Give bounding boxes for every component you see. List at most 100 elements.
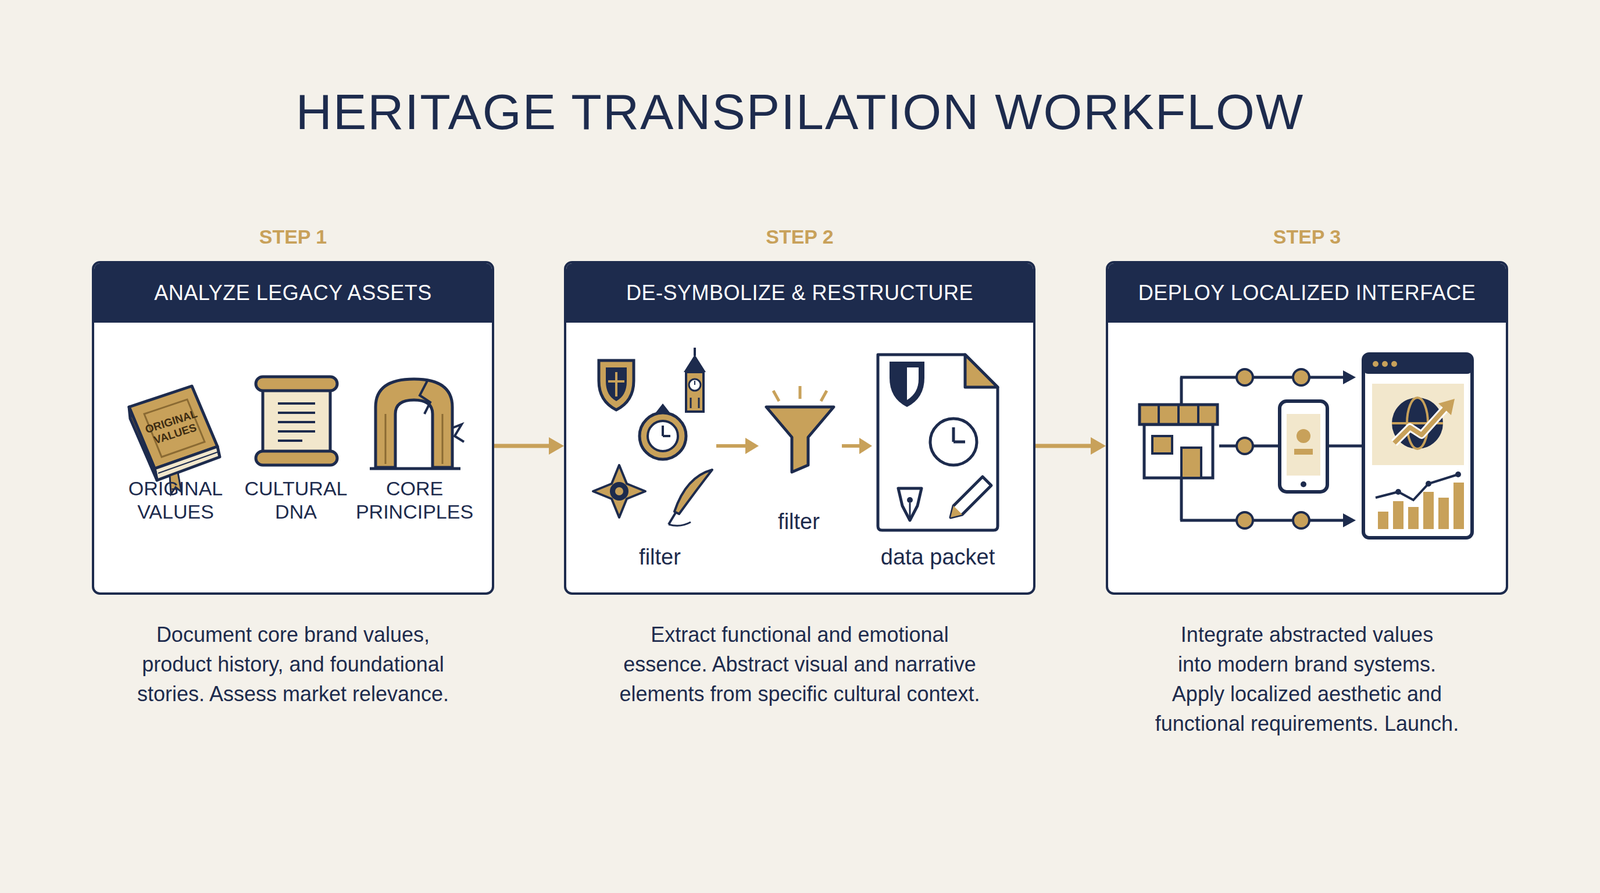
browser-icon-part — [1393, 501, 1404, 530]
browser-icon-part — [1394, 406, 1447, 444]
document-icon-part — [950, 505, 963, 518]
icon-caption: CULTURAL DNA — [229, 476, 363, 524]
header-band: DE-SYMBOLIZE & RESTRUCTURE — [566, 263, 1034, 323]
step-heading: ANALYZE LEGACY ASSETS — [154, 280, 432, 306]
arch-icon-part — [375, 379, 453, 468]
document-icon-part — [877, 354, 998, 531]
browser-icon-part — [1372, 383, 1464, 466]
browser-icon-part — [1377, 511, 1389, 530]
clock-ornament-icon-part — [662, 434, 671, 438]
flow-arrow — [716, 437, 759, 455]
phone-icon-part — [1286, 413, 1321, 476]
quill-icon-part — [674, 469, 713, 514]
compass-crest-icon — [593, 465, 646, 518]
step-description: Extract functional and emotional essence… — [567, 619, 1033, 709]
clock-ornament-icon-part — [647, 420, 678, 452]
step-description: Document core brand values, product hist… — [95, 619, 491, 709]
scroll-icon-part — [262, 384, 331, 457]
quill-icon-part — [668, 522, 691, 526]
step-label: STEP 2 — [563, 225, 1036, 249]
phone-icon-part — [1279, 401, 1328, 492]
browser-icon-part — [1438, 398, 1455, 416]
phone-icon-part — [1300, 481, 1307, 488]
browser-icon — [1363, 354, 1473, 538]
step-description: Integrate abstracted values into modern … — [1150, 619, 1464, 739]
tower-icon-part — [693, 347, 696, 356]
icon-caption: data packet — [862, 544, 1014, 570]
book-cover-text: ORIGINAL VALUES — [136, 405, 211, 452]
scroll-icon-part — [277, 420, 316, 424]
connector-line — [494, 443, 550, 448]
arrow-head — [548, 437, 564, 455]
clock-ornament-icon — [639, 403, 687, 460]
flow-connector — [494, 437, 564, 455]
arch-icon-part — [452, 424, 464, 442]
network-wires-part — [1293, 512, 1310, 529]
document-icon — [877, 354, 998, 531]
network-wires-part — [1343, 370, 1356, 385]
document-icon-part — [965, 354, 998, 388]
phone-icon-part — [1294, 448, 1313, 455]
network-wires-part — [1236, 512, 1253, 529]
crest-icon-part — [608, 380, 625, 383]
browser-icon-part — [1455, 471, 1462, 478]
phone-icon-part — [1296, 429, 1311, 444]
tower-icon-part — [688, 379, 701, 391]
tower-icon-part — [683, 354, 706, 373]
network-wires-part — [1293, 369, 1310, 386]
icon-caption: filter — [740, 508, 857, 535]
browser-icon-part — [1408, 506, 1419, 530]
funnel-icon-part — [820, 390, 827, 402]
document-icon-part — [952, 427, 956, 442]
shop-icon-part — [1139, 404, 1218, 425]
shop-icon-part — [1197, 404, 1200, 425]
scroll-icon-part — [255, 451, 338, 466]
book-icon-part — [158, 451, 219, 474]
browser-icon-part — [1363, 354, 1473, 374]
browser-icon-part — [1375, 474, 1459, 500]
header-band: ANALYZE LEGACY ASSETS — [94, 263, 492, 323]
shop-icon-part — [1177, 404, 1180, 425]
tower-icon — [683, 347, 706, 412]
network-wires-part — [1343, 513, 1356, 528]
arrow-head — [1090, 437, 1106, 455]
step-heading: DEPLOY LOCALIZED INTERFACE — [1138, 280, 1477, 306]
shop-icon-part — [1152, 436, 1173, 454]
flow-connector — [1035, 437, 1106, 455]
browser-icon-part — [1372, 361, 1379, 367]
icon-caption: filter — [601, 544, 719, 570]
tower-icon-part — [690, 397, 692, 409]
flow-arrow — [841, 437, 873, 455]
browser-icon-part — [1438, 497, 1449, 530]
header-band: DEPLOY LOCALIZED INTERFACE — [1108, 263, 1506, 323]
shop-icon — [1139, 404, 1218, 478]
shop-icon-part — [1157, 404, 1160, 425]
scroll-icon-part — [277, 411, 316, 414]
crest-icon — [598, 360, 634, 410]
network-wires-part — [1180, 519, 1345, 523]
tower-icon-part — [698, 397, 700, 409]
flow-arrow-part — [841, 444, 861, 448]
scroll-icon — [255, 376, 338, 466]
document-icon-part — [898, 488, 922, 521]
arch-icon-part — [384, 413, 387, 464]
document-icon-part — [950, 476, 992, 518]
browser-icon-part — [1394, 406, 1447, 444]
connector-line — [1035, 443, 1092, 448]
clock-ornament-icon-part — [639, 412, 687, 460]
crest-icon-part — [605, 367, 627, 402]
browser-icon-part — [1391, 361, 1398, 367]
network-wires-part — [1236, 369, 1253, 386]
document-icon-part — [906, 367, 919, 400]
funnel-icon-part — [773, 390, 780, 402]
document-icon-part — [906, 497, 913, 503]
step-label: STEP 3 — [1105, 225, 1509, 249]
shop-icon-part — [1181, 447, 1202, 478]
scroll-icon-part — [277, 430, 316, 433]
step-heading: DE-SYMBOLIZE & RESTRUCTURE — [626, 280, 974, 306]
tower-icon-part — [694, 380, 696, 385]
compass-crest-icon-part — [615, 487, 624, 496]
funnel-icon — [766, 386, 834, 473]
quill-icon-part — [668, 512, 676, 525]
